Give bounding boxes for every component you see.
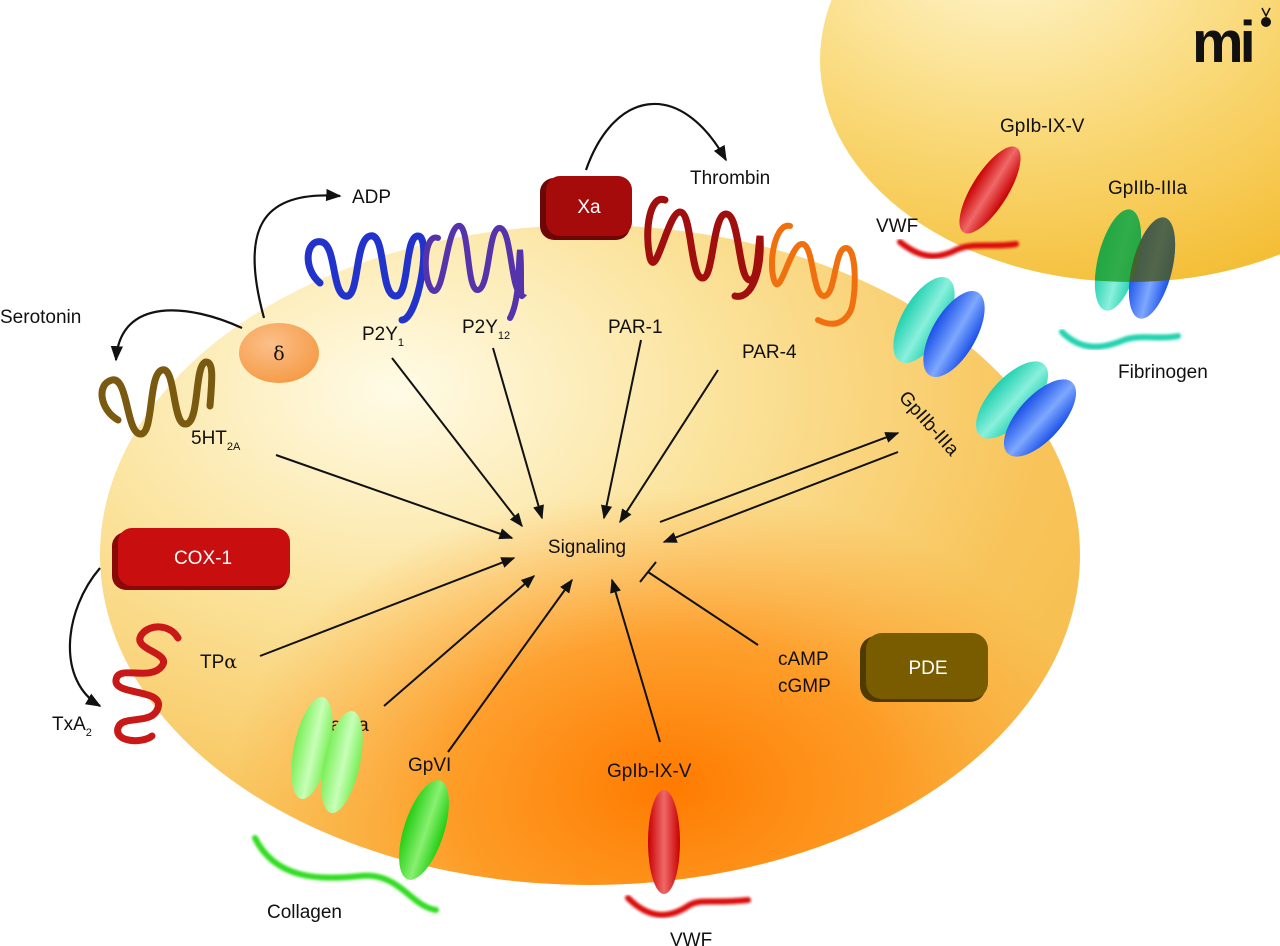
tpa-signal-arrow: [259, 557, 516, 657]
vwf-bottom-fiber-icon: [625, 895, 751, 918]
camp-label: cAMP: [778, 649, 829, 670]
5ht2a-signal-arrow: [275, 454, 514, 540]
xa-label: Xa: [577, 197, 601, 218]
cox1-box: COX-1: [112, 528, 290, 590]
gpia-signal-arrow: [383, 575, 536, 707]
vwf-top-fiber-icon: [897, 239, 1019, 260]
gpiib-iiia-top-receptor-icon: [1094, 209, 1176, 319]
p2y12-receptor-icon: [422, 223, 528, 321]
gpvi-label: GpVI: [408, 755, 451, 776]
dense-granule: δ: [239, 323, 319, 383]
par4-signal-arrow: [619, 369, 719, 524]
gpib-bottom-label: GpIb-IX-V: [607, 761, 692, 782]
gpib-top-label: GpIb-IX-V: [1000, 116, 1085, 137]
pde-box: PDE: [860, 633, 988, 702]
gpiib-iiia-receptor-lower-icon: [975, 361, 1077, 457]
gpib-bottom-receptor-icon: [648, 790, 680, 894]
gpib-top-receptor-icon: [959, 146, 1021, 234]
thrombin-conversion-arrow: [584, 103, 727, 171]
delta-granule-label: δ: [273, 343, 284, 365]
camp-inhibition-line: [639, 561, 759, 646]
gpvi-receptor-icon: [399, 780, 449, 880]
journal-logo: mi: [1192, 7, 1271, 75]
gpib-signal-arrow: [610, 578, 661, 743]
fibrinogen-label: Fibrinogen: [1118, 362, 1208, 383]
adp-release-arrow: [253, 188, 342, 319]
thrombin-label: Thrombin: [690, 168, 770, 189]
par1-receptor-icon: [644, 195, 764, 300]
gpvi-signal-arrow: [447, 578, 573, 753]
txa2-synthesis-arrow: [68, 567, 102, 707]
cox1-label: COX-1: [174, 548, 232, 569]
signal-to-gpiib-arrow: [659, 432, 900, 523]
serotonin-release-arrow: [110, 309, 243, 362]
gpiib-top-label: GpIIb-IIIa: [1108, 178, 1188, 199]
logo-text: mi: [1192, 10, 1253, 75]
5ht2a-receptor-icon: [98, 358, 216, 438]
pde-label: PDE: [908, 658, 947, 679]
p2y1-signal-arrow: [391, 357, 523, 528]
fibrinogen-fiber-icon: [1059, 329, 1181, 350]
5ht2a-label: 5HT2A: [191, 428, 241, 453]
signaling-label: Signaling: [548, 537, 626, 558]
p2y1-label: P2Y1: [362, 324, 404, 349]
second-platelet-cell: [820, 0, 1280, 282]
vwf-top-label: VWF: [876, 216, 918, 237]
tpa-label: TPα: [200, 651, 237, 673]
collagen-fiber-icon: [252, 835, 439, 913]
p2y12-label: P2Y12: [462, 317, 510, 342]
p2y12-signal-arrow: [492, 347, 544, 520]
cgmp-label: cGMP: [778, 676, 831, 697]
xa-box: Xa: [540, 176, 632, 240]
par4-label: PAR-4: [742, 342, 797, 363]
par1-signal-arrow: [601, 339, 642, 520]
par4-receptor-icon: [768, 222, 858, 327]
gpiib-to-signal-arrow: [662, 451, 899, 543]
adp-label: ADP: [352, 187, 391, 208]
gpia-iia-receptor-icon: [291, 696, 363, 814]
collagen-label: Collagen: [267, 902, 342, 923]
serotonin-label: Serotonin: [0, 307, 81, 328]
gpiib-iiia-receptor-upper-icon: [893, 277, 985, 377]
tpa-receptor-icon: [112, 623, 182, 745]
par1-label: PAR-1: [608, 317, 663, 338]
vwf-bottom-label: VWF: [670, 930, 712, 946]
txa2-label: TxA2: [52, 714, 92, 739]
p2y1-receptor-icon: [304, 232, 428, 324]
